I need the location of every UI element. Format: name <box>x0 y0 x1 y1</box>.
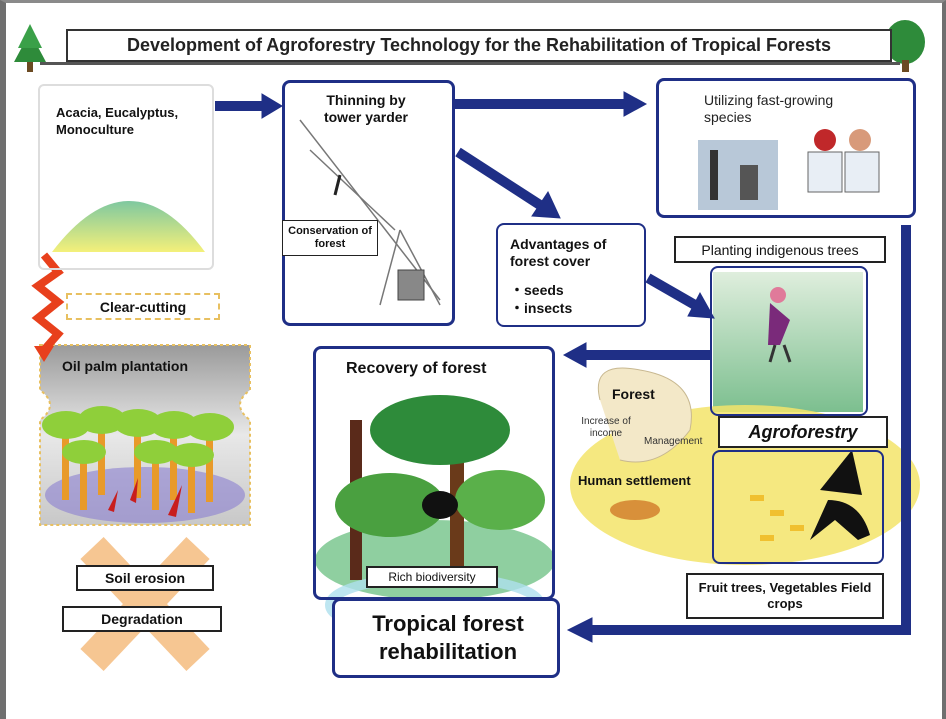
monoculture-label: Acacia, Eucalyptus, Monoculture <box>56 105 179 137</box>
planting-card <box>710 266 868 416</box>
fast-growing-label: Utilizing fast-growing species <box>704 92 834 125</box>
planting-label: Planting indigenous trees <box>674 236 886 263</box>
planter-figure <box>768 287 792 363</box>
title-underline <box>40 62 900 65</box>
conservation-label: Conservation of forest <box>282 220 378 256</box>
advantages-card <box>496 223 646 327</box>
recovery-label: Recovery of forest <box>346 360 487 377</box>
monoculture-hill <box>52 201 205 252</box>
oil-palm-illustration <box>39 344 251 526</box>
management-label: Management <box>644 436 703 447</box>
settlement-hut <box>610 500 660 520</box>
clear-cutting-arrow <box>31 252 65 353</box>
farmer-silhouette <box>810 450 870 540</box>
oil-palm-label: Oil palm plantation <box>62 358 189 374</box>
degradation-label: Degradation <box>62 606 222 632</box>
crops-label: Fruit trees, Vegetables Field crops <box>686 573 884 619</box>
advantage-item-insects: ・insects <box>510 300 573 316</box>
increase-income-label: Increase of income <box>581 416 631 439</box>
tree-icon-left <box>14 24 46 72</box>
clear-cutting-label: Clear-cutting <box>66 293 220 320</box>
laboratory-icons <box>698 129 880 210</box>
advantages-title: Advantages of forest cover <box>510 236 607 269</box>
agroforestry-card <box>712 450 884 564</box>
human-settlement-label: Human settlement <box>578 473 691 488</box>
tower-yarder-illustration <box>299 119 441 306</box>
agroforestry-label: Agroforestry <box>718 416 888 448</box>
fast-growing-card <box>656 78 916 218</box>
diagram-title: Development of Agroforestry Technology f… <box>66 29 892 62</box>
flow-arrows <box>215 91 911 643</box>
crop-plants <box>750 495 804 541</box>
rehabilitation-label: Tropical forest rehabilitation <box>372 611 524 664</box>
soil-erosion-label: Soil erosion <box>76 565 214 591</box>
rich-biodiversity-label: Rich biodiversity <box>366 566 498 588</box>
rehabilitation-card <box>332 598 560 678</box>
forest-label: Forest <box>612 386 655 402</box>
tree-icon-right <box>885 20 925 72</box>
planting-illustration <box>713 272 863 412</box>
recovery-card <box>313 346 555 600</box>
advantage-item-seeds: ・seeds <box>510 282 564 298</box>
monoculture-card <box>38 84 214 270</box>
thinning-card <box>282 80 455 326</box>
thinning-label: Thinning by tower yarder <box>323 92 409 125</box>
